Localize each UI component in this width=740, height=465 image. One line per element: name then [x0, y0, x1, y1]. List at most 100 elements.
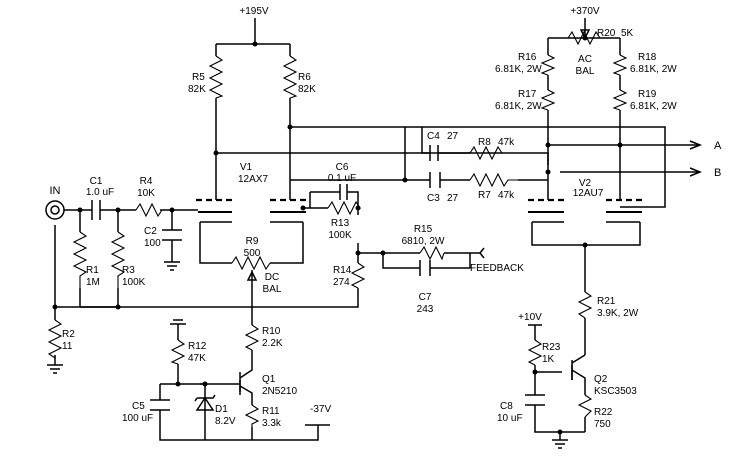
r16-ref: R16	[518, 52, 537, 63]
r1-value: 1M	[86, 277, 100, 288]
q2-ref: Q2	[594, 374, 608, 385]
r11-zigzag	[244, 404, 260, 427]
out-b-arrow	[689, 167, 703, 177]
resistors	[47, 29, 628, 427]
q1-ref: Q1	[262, 374, 276, 385]
dc-bal-line1: DC	[265, 272, 279, 283]
r10-value: 2.2K	[262, 338, 283, 349]
d1-value: 8.2V	[215, 416, 236, 427]
output-a-label: A	[714, 140, 722, 152]
c5-plates	[150, 399, 170, 411]
input-jack-inner	[50, 205, 60, 215]
r5-ref: R5	[192, 72, 205, 83]
c1-plates	[91, 200, 101, 220]
c2-value: 100	[144, 238, 161, 249]
d1-ref: D1	[215, 404, 228, 415]
r12-value: 47K	[188, 353, 206, 364]
tube-v1: V1 12AX7	[196, 162, 306, 223]
r8-value: 47k	[498, 137, 515, 148]
r15-ref: R15	[414, 224, 433, 235]
r6-ref: R6	[298, 72, 311, 83]
r21-ref: R21	[597, 296, 616, 307]
r9-wiper-arrow	[246, 270, 258, 281]
r2-ref: R2	[62, 329, 75, 340]
r1-zigzag	[72, 231, 88, 288]
r16-value: 6.81K, 2W	[495, 64, 542, 75]
r17-ref: R17	[518, 89, 537, 100]
c4-value: 27	[447, 131, 459, 142]
grounds	[47, 261, 568, 449]
c3-plates	[429, 172, 441, 188]
c8-value: 10 uF	[497, 413, 523, 424]
r5-zigzag	[208, 55, 224, 99]
r8-zigzag	[469, 145, 505, 161]
r22-zigzag	[577, 394, 593, 418]
r19-value: 6.81K, 2W	[630, 101, 677, 112]
c7-ref: C7	[419, 292, 432, 303]
r6-zigzag	[282, 55, 298, 99]
c3-value: 27	[447, 193, 459, 204]
feedback-arrow	[479, 247, 485, 259]
v1-type: 12AX7	[238, 174, 268, 185]
r17-zigzag	[540, 89, 556, 111]
v1-ref: V1	[240, 162, 253, 173]
semis-shapes	[45, 140, 703, 426]
r10-zigzag	[244, 324, 260, 351]
r10-ref: R10	[262, 326, 281, 337]
out-a-arrow	[689, 140, 703, 150]
r19-ref: R19	[638, 89, 657, 100]
supply-370v: +370V	[570, 6, 600, 17]
r22-ref: R22	[594, 407, 613, 418]
capacitors	[91, 145, 545, 411]
r2-value: 11	[62, 341, 73, 352]
r5-value: 82K	[188, 84, 206, 95]
r9-zigzag	[231, 255, 271, 271]
c2-ref: C2	[144, 226, 157, 237]
r8-ref: R8	[478, 137, 491, 148]
r20-wiper-arrow	[579, 29, 591, 40]
r7-zigzag	[469, 172, 518, 188]
c8-ref: C8	[500, 401, 513, 412]
d1-zener	[194, 394, 216, 411]
r20-zigzag	[567, 30, 601, 46]
r18-zigzag	[612, 54, 628, 76]
r12-ref: R12	[188, 341, 207, 352]
r23-ref: R23	[542, 342, 561, 353]
c5-value: 100 uF	[122, 413, 153, 424]
r14-value: 274	[333, 277, 350, 288]
r16-zigzag	[540, 54, 556, 76]
r9-value: 500	[244, 248, 261, 259]
c2-plates	[162, 229, 182, 241]
r1-ref: R1	[86, 265, 99, 276]
r13-zigzag	[327, 200, 362, 216]
r2-zigzag	[47, 319, 63, 360]
r6-value: 82K	[298, 84, 316, 95]
r3-value: 100K	[122, 277, 146, 288]
input-label: IN	[50, 185, 61, 197]
r7-value: 47k	[498, 190, 515, 201]
ground-r12	[170, 319, 186, 325]
v2-type: 12AU7	[573, 188, 604, 199]
labels: +195V +370V +10V -37V IN A B FEEDBACK C1…	[50, 6, 723, 430]
r15-value: 6810, 2W	[402, 236, 445, 247]
c6-plates	[339, 184, 352, 200]
c1-value: 1.0 uF	[86, 187, 114, 198]
r17-value: 6.81K, 2W	[495, 101, 542, 112]
v2-ref: V2	[579, 178, 592, 189]
r11-value: 3.3k	[262, 418, 282, 429]
r15-zigzag	[419, 245, 445, 261]
r19-zigzag	[612, 89, 628, 111]
r23-zigzag	[527, 339, 543, 366]
ground-q2	[552, 439, 568, 449]
r13-ref: R13	[331, 218, 350, 229]
input-jack-outer	[45, 200, 65, 220]
c7-value: 243	[417, 304, 434, 315]
supply-195v: +195V	[239, 6, 269, 17]
c3-ref: C3	[427, 193, 440, 204]
q1-value: 2N5210	[262, 386, 297, 397]
r4-value: 10K	[137, 188, 155, 199]
r23-value: 1K	[542, 354, 555, 365]
r3-zigzag	[110, 231, 126, 288]
output-b-label: B	[714, 167, 721, 179]
